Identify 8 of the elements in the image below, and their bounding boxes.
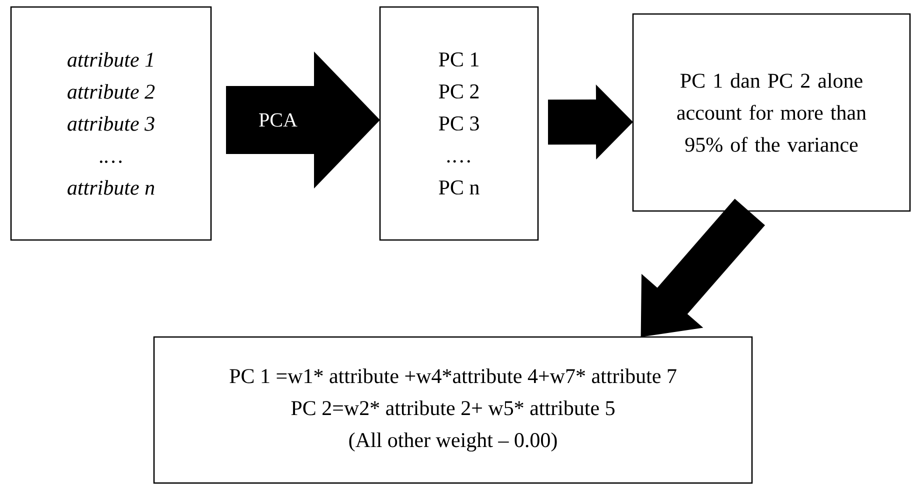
text-box: PC 1 dan PC 2 alone account for more than 95% of the variance xyxy=(632,13,911,212)
text-box: PC 1 =w1* attribute +w4*attribute 4+w7* attribute 7 PC 2=w2* attribute 2+ w5* attribute 5 (All other weight – 0.00) xyxy=(153,336,753,484)
text-box: PC 1 PC 2 PC 3 .… PC n xyxy=(379,6,539,241)
block-arrow xyxy=(226,52,380,188)
text-box: attribute 1 attribute 2 attribute 3 .… attribute n xyxy=(10,6,212,241)
block-arrow xyxy=(640,198,765,337)
block-arrow xyxy=(548,84,633,160)
edge-label: PCA xyxy=(259,113,298,127)
